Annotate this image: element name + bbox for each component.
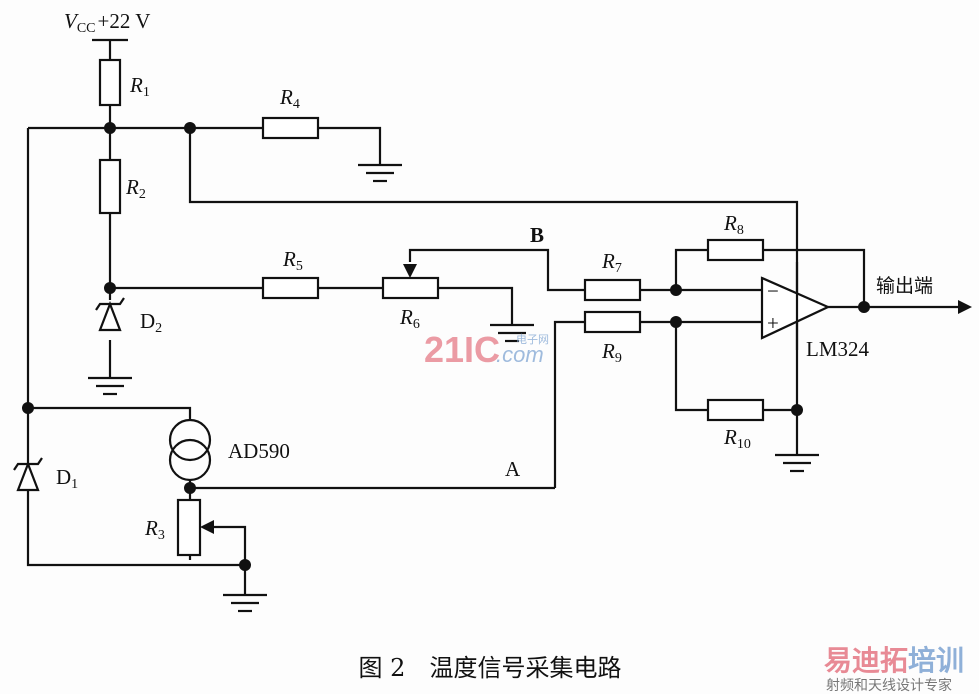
zener-diode-d2 [95, 297, 125, 332]
svg-text:+: + [767, 311, 779, 335]
svg-text:R4: R4 [279, 85, 300, 112]
ground-icon [223, 593, 267, 613]
resistor-r1 [98, 58, 122, 107]
resistor-r6 [381, 276, 440, 300]
svg-text:VCC+22 V: VCC+22 V [64, 9, 150, 36]
svg-text:R5: R5 [282, 247, 303, 274]
svg-text:射频和天线设计专家: 射频和天线设计专家 [826, 677, 952, 694]
svg-text:电子网: 电子网 [516, 333, 549, 346]
vcc-supply: VCC+22 V [64, 9, 150, 60]
ground-icons [88, 163, 819, 613]
r6-wiper-arrow-icon [403, 264, 417, 278]
svg-text:R1: R1 [129, 73, 150, 100]
svg-text:21IC: 21IC [424, 329, 500, 370]
resistor-r8 [706, 238, 765, 262]
zener-diode-d1 [13, 457, 43, 492]
svg-text:输出端: 输出端 [876, 275, 933, 297]
ground-icon [88, 376, 132, 396]
resistor-r5 [261, 276, 320, 300]
ad590-current-source [168, 418, 212, 482]
svg-text:AD590: AD590 [228, 439, 290, 463]
r3-wiper-arrow-icon [200, 520, 214, 534]
resistor-r3 [176, 498, 202, 557]
svg-text:B: B [530, 223, 544, 247]
ground-icon [490, 323, 534, 343]
svg-text:R7: R7 [601, 249, 622, 276]
svg-text:D2: D2 [140, 309, 162, 336]
output-arrow-icon [958, 300, 972, 314]
ground-icon [775, 453, 819, 473]
opamp-lm324: − + [760, 262, 831, 350]
svg-text:R2: R2 [125, 175, 146, 202]
component-labels: R1 R2 R3 R4 R5 R6 R7 R8 R9 R10 D2 D1 AD5… [56, 73, 933, 543]
resistor-r4 [261, 116, 320, 140]
svg-text:D1: D1 [56, 465, 78, 492]
resistor-r7 [583, 278, 642, 302]
watermark-21ic: 21IC .com 电子网 [424, 329, 549, 370]
svg-text:R8: R8 [723, 211, 744, 238]
ground-icon [358, 163, 402, 183]
resistor-r10 [706, 398, 765, 422]
svg-text:R3: R3 [144, 516, 165, 543]
svg-text:LM324: LM324 [806, 337, 870, 361]
wires [26, 105, 958, 595]
svg-text:A: A [505, 457, 521, 481]
figure-caption: 图 2 温度信号采集电路 [359, 654, 622, 682]
svg-text:−: − [767, 279, 779, 303]
watermark-logo: 易迪拓培训 射频和天线设计专家 [824, 644, 964, 694]
resistor-r2 [98, 158, 122, 215]
resistor-r9 [583, 310, 642, 334]
svg-text:R10: R10 [723, 425, 751, 452]
svg-text:.com: .com [496, 342, 544, 367]
svg-text:易迪拓培训: 易迪拓培训 [824, 644, 964, 677]
svg-text:R6: R6 [399, 305, 420, 332]
svg-text:R9: R9 [601, 339, 622, 366]
junction-dots [22, 122, 870, 571]
